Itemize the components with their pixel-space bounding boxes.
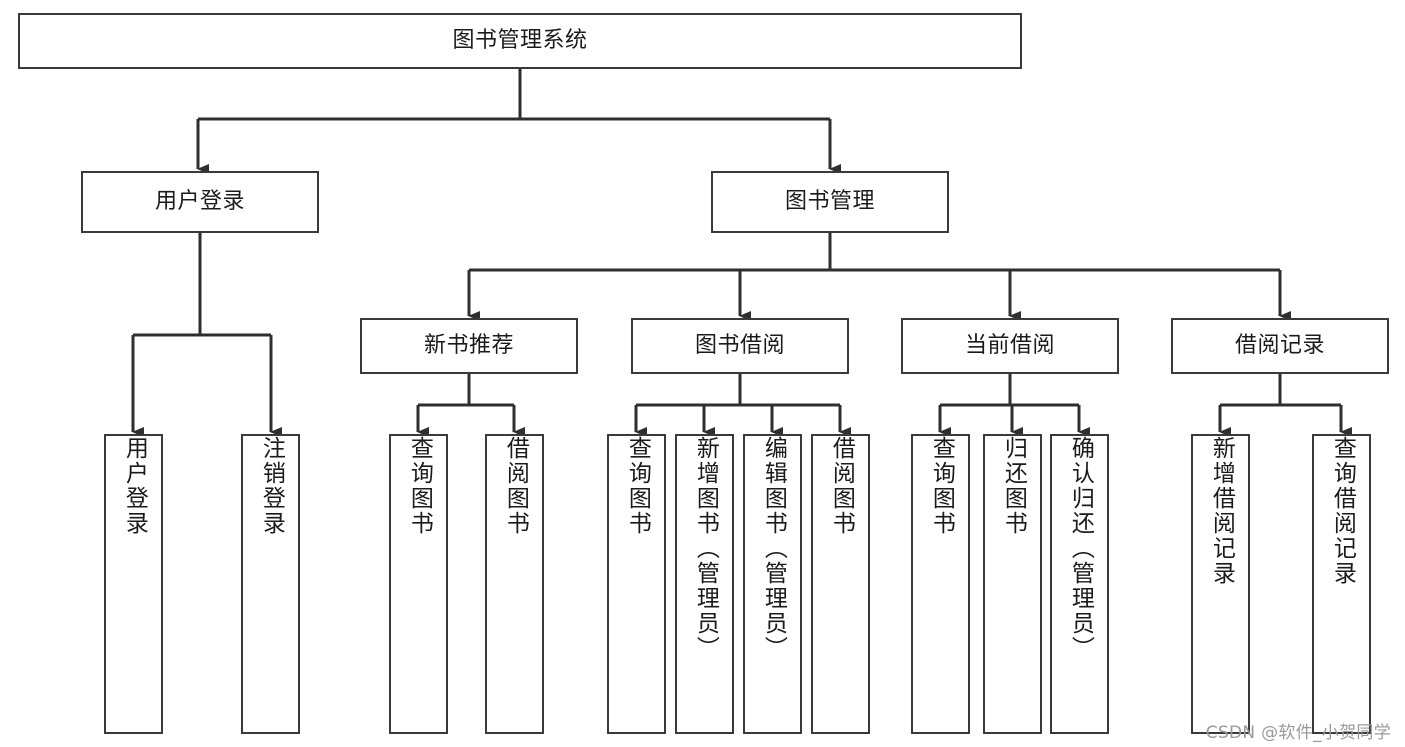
node-label: 查询借阅记录 — [1329, 436, 1356, 586]
node-label: 归还图书 — [1000, 436, 1027, 536]
node-label: 注销登录 — [258, 436, 285, 536]
node-current-borrow[interactable]: 当前借阅 — [901, 318, 1119, 374]
watermark-label: CSDN @软件_小贺同学 — [1205, 723, 1391, 743]
node-label: 当前借阅 — [964, 333, 1055, 359]
node-leaf-borrow-book-1[interactable]: 借阅图书 — [485, 434, 544, 734]
node-leaf-add-book[interactable]: 新增图书（管理员） — [675, 434, 734, 734]
node-borrow-record[interactable]: 借阅记录 — [1171, 318, 1389, 374]
node-label: 用户登录 — [121, 436, 148, 536]
node-book-manage[interactable]: 图书管理 — [711, 171, 949, 233]
node-label: 新增图书（管理员） — [692, 436, 719, 661]
node-label: 编辑图书（管理员） — [760, 436, 787, 661]
node-label: 图书管理系统 — [452, 28, 588, 54]
node-label: 新增借阅记录 — [1208, 436, 1235, 586]
node-label: 图书管理 — [784, 189, 875, 215]
node-leaf-query-book-1[interactable]: 查询图书 — [389, 434, 448, 734]
node-leaf-return-book[interactable]: 归还图书 — [983, 434, 1042, 734]
node-book-borrow[interactable]: 图书借阅 — [631, 318, 849, 374]
node-label: 查询图书 — [406, 436, 433, 536]
node-leaf-query-book-2[interactable]: 查询图书 — [607, 434, 666, 734]
node-label: 确认归还（管理员） — [1067, 436, 1094, 661]
node-label: 新书推荐 — [423, 333, 514, 359]
node-leaf-query-record[interactable]: 查询借阅记录 — [1312, 434, 1371, 734]
node-label: 借阅图书 — [828, 436, 855, 536]
node-user-login[interactable]: 用户登录 — [81, 171, 319, 233]
node-label: 用户登录 — [154, 189, 245, 215]
node-leaf-borrow-book-2[interactable]: 借阅图书 — [811, 434, 870, 734]
node-label: 图书借阅 — [694, 333, 785, 359]
node-label: 借阅记录 — [1234, 333, 1325, 359]
node-label: 查询图书 — [624, 436, 651, 536]
node-leaf-edit-book[interactable]: 编辑图书（管理员） — [743, 434, 802, 734]
node-new-book-rec[interactable]: 新书推荐 — [360, 318, 578, 374]
node-root-system[interactable]: 图书管理系统 — [18, 13, 1022, 69]
node-leaf-user-login[interactable]: 用户登录 — [104, 434, 163, 734]
node-label: 借阅图书 — [502, 436, 529, 536]
node-leaf-add-record[interactable]: 新增借阅记录 — [1191, 434, 1250, 734]
node-label: 查询图书 — [928, 436, 955, 536]
node-leaf-confirm-return[interactable]: 确认归还（管理员） — [1050, 434, 1109, 734]
node-leaf-query-book-3[interactable]: 查询图书 — [911, 434, 970, 734]
node-leaf-user-logout[interactable]: 注销登录 — [241, 434, 300, 734]
